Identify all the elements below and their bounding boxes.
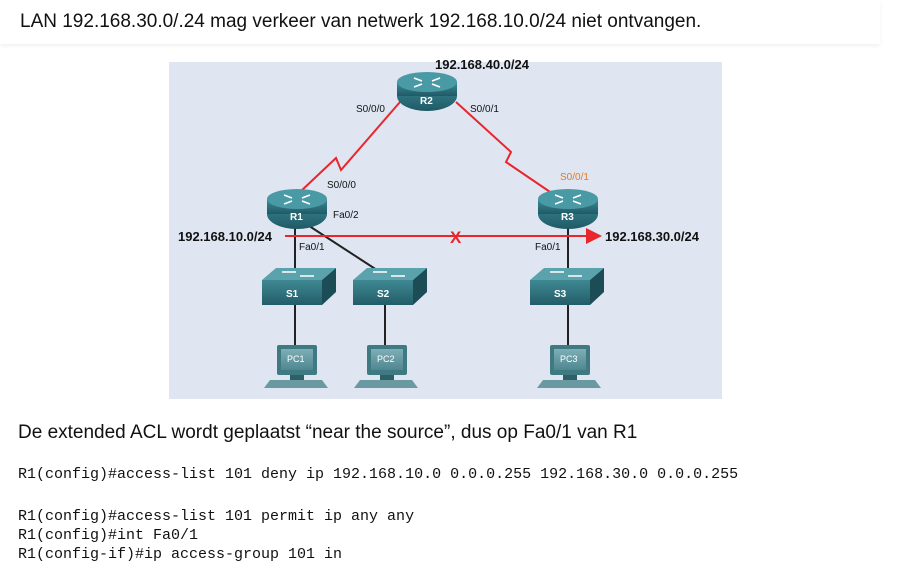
- switch-s3: [530, 268, 604, 305]
- switch-s3-label: S3: [554, 289, 567, 300]
- pc2: [354, 345, 418, 388]
- r3-s001-label: S0/0/1: [560, 172, 589, 183]
- router-r1-label: R1: [290, 212, 303, 223]
- command-line-3: R1(config)#int Fa0/1: [18, 527, 199, 544]
- pc1: [264, 345, 328, 388]
- command-line-2: R1(config)#access-list 101 permit ip any…: [18, 508, 415, 525]
- r1-s000-label: S0/0/0: [327, 180, 356, 191]
- command-line-4: R1(config-if)#ip access-group 101 in: [18, 546, 343, 563]
- diagram-background: [169, 62, 722, 399]
- router-r1: [267, 189, 327, 229]
- router-r3-label: R3: [561, 212, 574, 223]
- switch-s2-label: S2: [377, 289, 390, 300]
- network-left-label: 192.168.10.0/24: [178, 229, 273, 244]
- serial-link-r2-r3: [455, 101, 557, 197]
- command-line-1: R1(config)#access-list 101 deny ip 192.1…: [18, 466, 739, 483]
- network-right-label: 192.168.30.0/24: [605, 229, 700, 244]
- r3-fa01-label: Fa0/1: [535, 242, 561, 253]
- router-r2-label: R2: [420, 96, 433, 107]
- block-mark: X: [450, 228, 462, 247]
- switch-s1-label: S1: [286, 289, 299, 300]
- page-title: LAN 192.168.30.0/.24 mag verkeer van net…: [20, 11, 702, 32]
- pc1-label: PC1: [287, 354, 305, 364]
- router-r2: [397, 72, 457, 111]
- r1-fa02-label: Fa0/2: [333, 210, 359, 221]
- pc3-label: PC3: [560, 354, 578, 364]
- cable-r1-s2: [299, 219, 381, 273]
- r1-fa01-label: Fa0/1: [299, 242, 325, 253]
- pc3: [537, 345, 601, 388]
- switch-s2: [353, 268, 427, 305]
- pc2-label: PC2: [377, 354, 395, 364]
- heading-band: [0, 0, 880, 44]
- switch-s1: [262, 268, 336, 305]
- network-top-label: 192.168.40.0/24: [435, 57, 530, 72]
- router-r3: [538, 189, 598, 229]
- serial-link-r1-r2: [299, 101, 401, 193]
- r2-s001-label: S0/0/1: [470, 104, 499, 115]
- r2-s000-label: S0/0/0: [356, 104, 385, 115]
- caption-text: De extended ACL wordt geplaatst “near th…: [18, 422, 638, 443]
